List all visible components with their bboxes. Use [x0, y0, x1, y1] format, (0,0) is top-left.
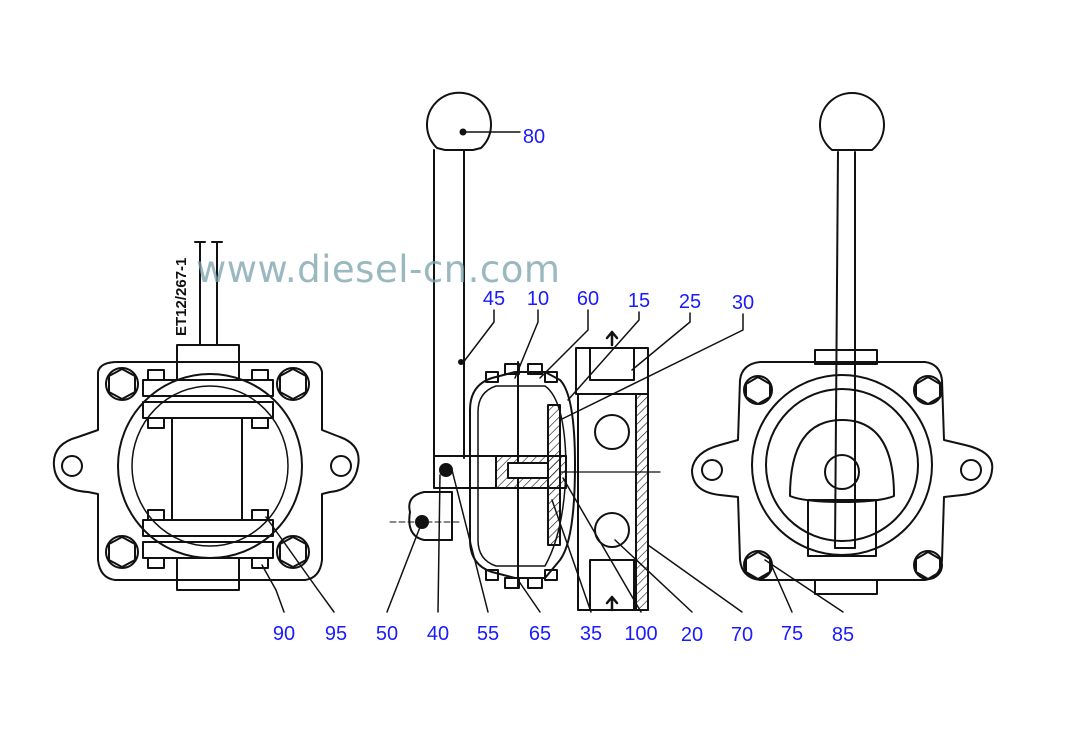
part-label-80: 80	[522, 126, 546, 148]
part-label-60: 60	[576, 288, 600, 310]
part-label-50: 50	[375, 623, 399, 645]
part-label-15: 15	[627, 290, 651, 312]
part-label-100: 100	[624, 623, 658, 645]
section-view	[386, 91, 744, 613]
part-label-55: 55	[476, 623, 500, 645]
part-label-65: 65	[528, 623, 552, 645]
part-label-85: 85	[831, 624, 855, 646]
part-label-45: 45	[482, 288, 506, 310]
part-label-90: 90	[272, 623, 296, 645]
part-label-30: 30	[731, 292, 755, 314]
left-view	[52, 241, 360, 613]
part-label-10: 10	[526, 288, 550, 310]
front-view	[691, 92, 994, 613]
part-label-20: 20	[680, 624, 704, 646]
part-label-40: 40	[426, 623, 450, 645]
part-label-95: 95	[324, 623, 348, 645]
watermark: www.diesel-cn.com	[196, 248, 561, 291]
part-label-25: 25	[678, 291, 702, 313]
drawing-code: ET12/267-1	[173, 257, 190, 336]
part-label-75: 75	[780, 623, 804, 645]
part-label-35: 35	[579, 623, 603, 645]
part-label-70: 70	[730, 624, 754, 646]
